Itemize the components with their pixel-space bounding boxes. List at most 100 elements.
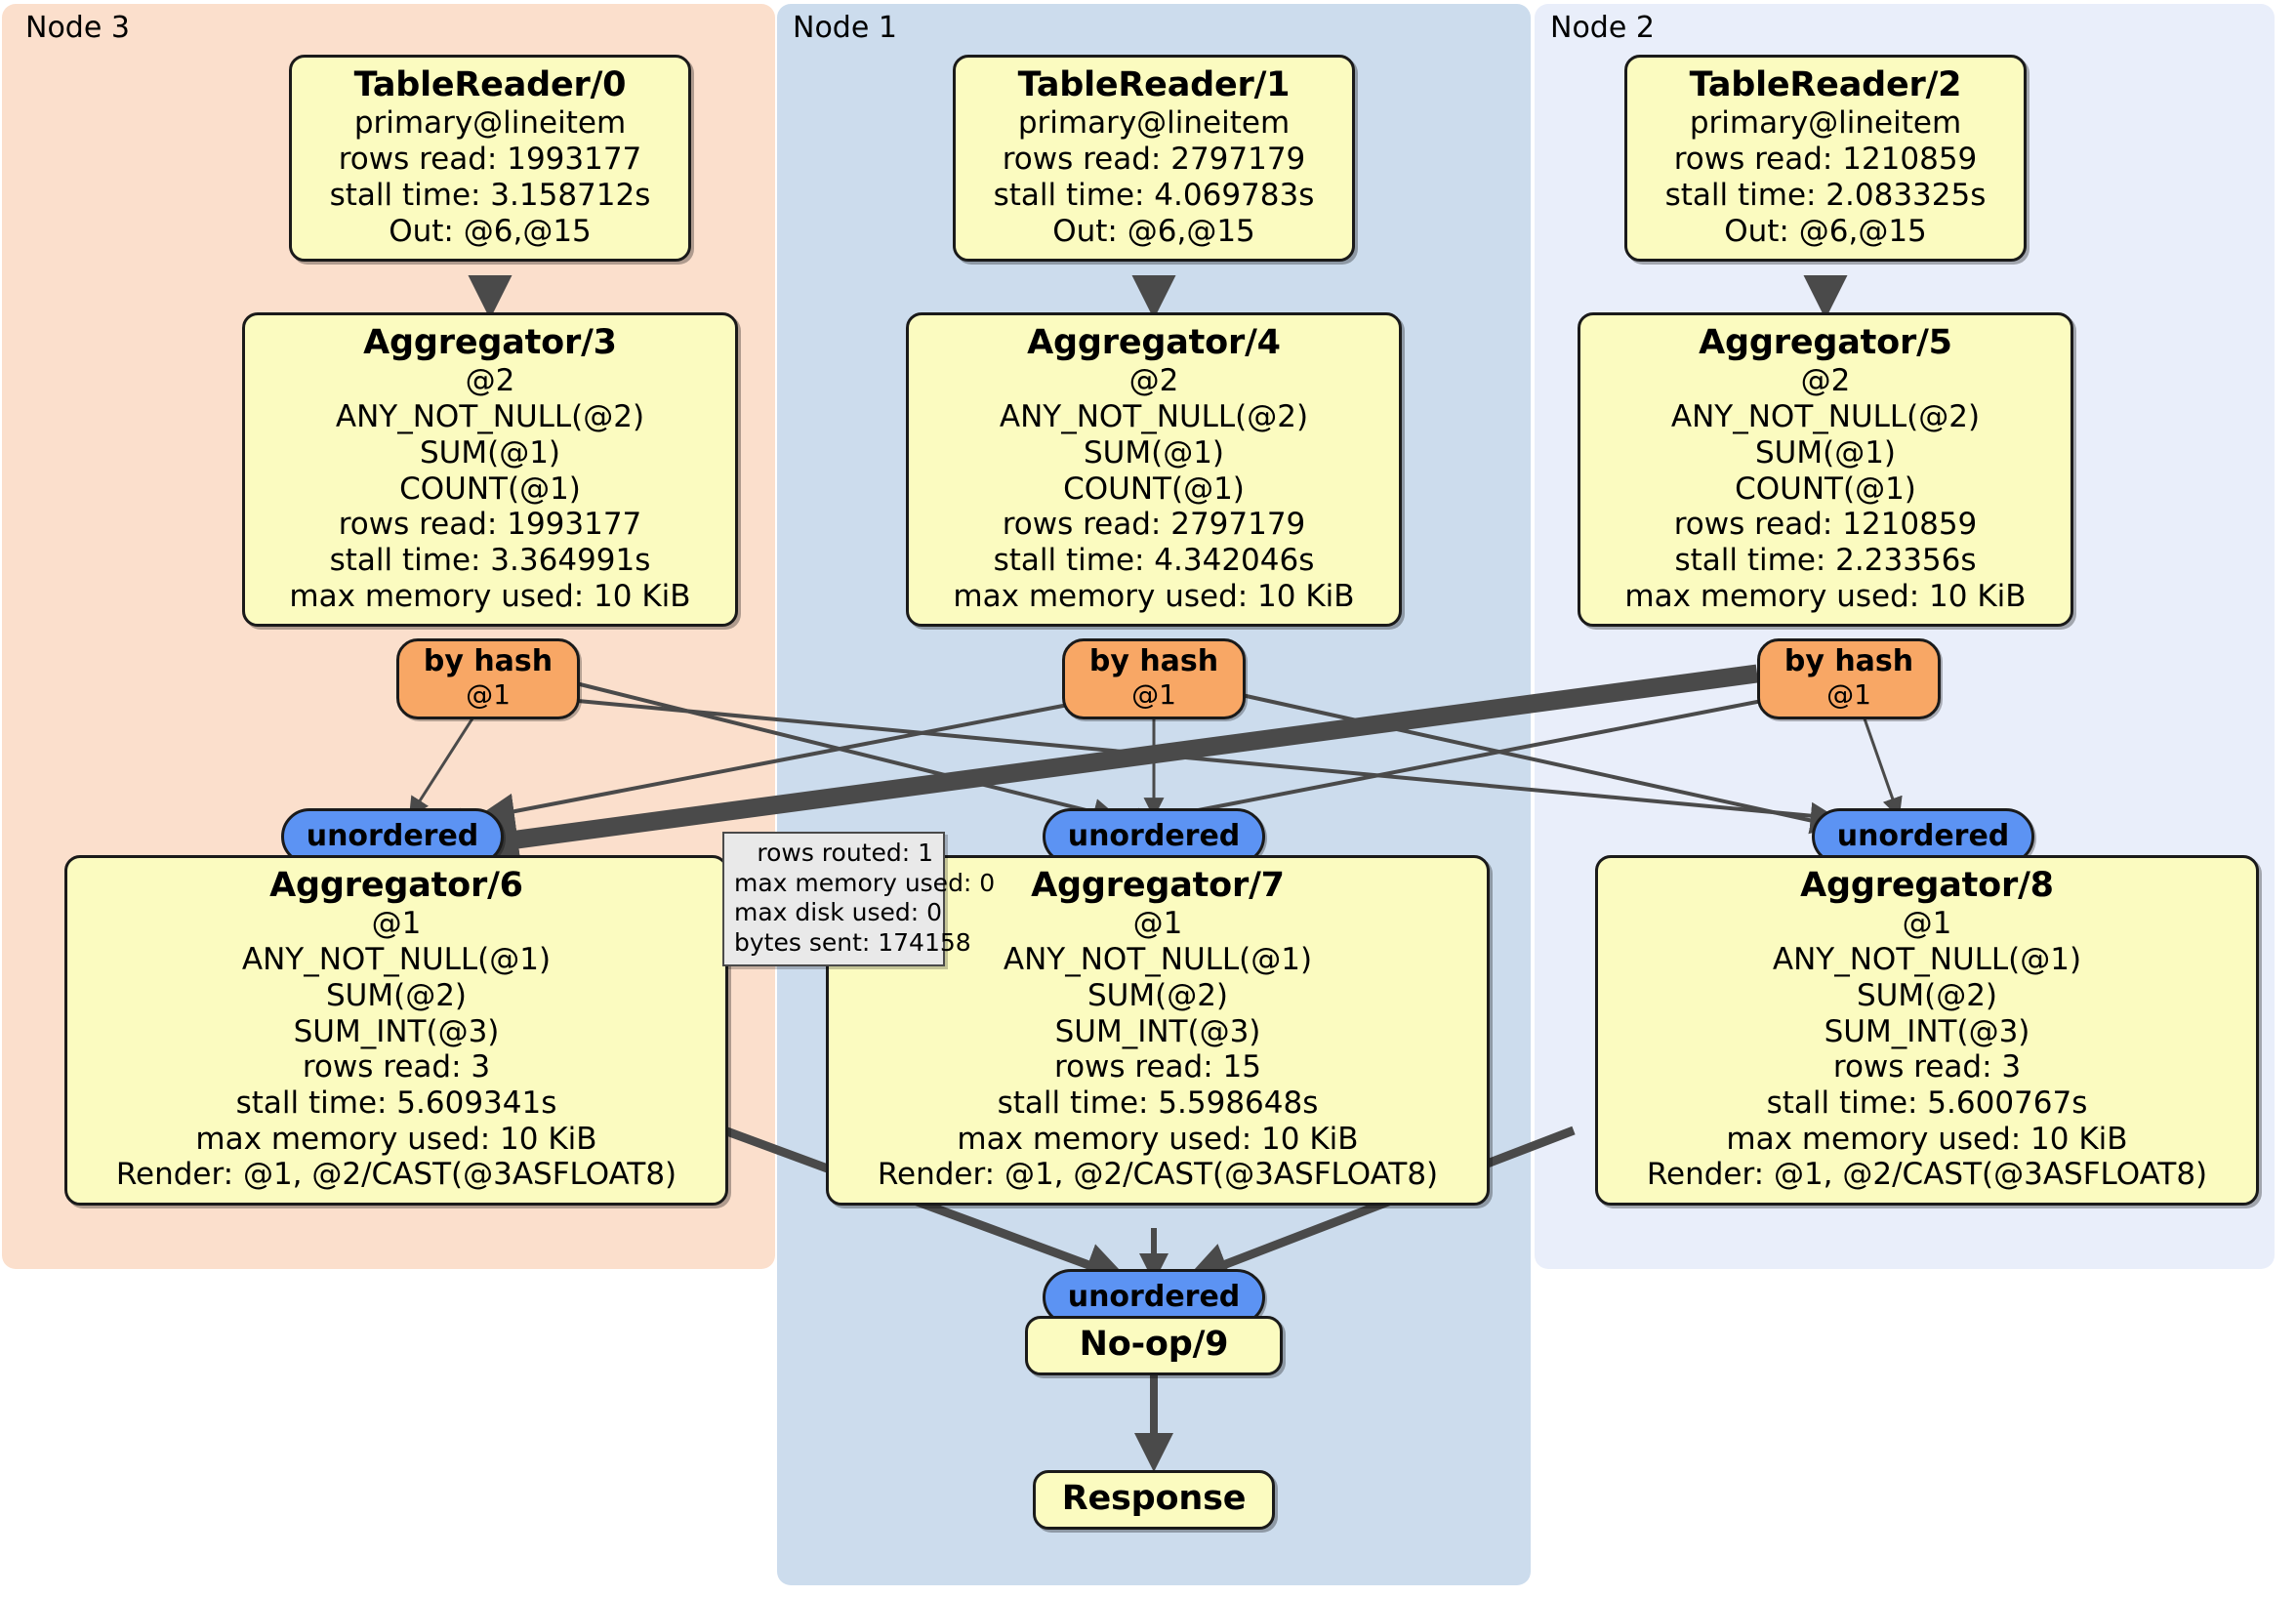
node-detail-line: SUM_INT(@3) [1054,1013,1261,1049]
node-detail-line: stall time: 3.364991s [329,542,651,578]
node-detail-line: ANY_NOT_NULL(@2) [1670,399,1981,435]
node-title: No-op/9 [1079,1325,1229,1364]
node-detail-line: rows read: 2797179 [1002,507,1306,543]
node-noop-9[interactable]: No-op/9 [1025,1316,1283,1376]
router-subtitle: @1 [1826,677,1871,711]
router-by-hash-3[interactable]: by hash @1 [396,638,580,720]
node-detail-line: rows read: 1210859 [1673,507,1978,543]
router-title: by hash [423,644,554,678]
node-detail-line: SUM_INT(@3) [1824,1013,2030,1049]
node-detail-line: max memory used: 10 KiB [1624,578,2027,614]
node-detail-line: SUM(@1) [419,434,561,471]
node-tablereader-2[interactable]: TableReader/2 primary@lineitem rows read… [1624,55,2027,263]
sync-label: unordered [306,819,479,853]
node-detail-line: ANY_NOT_NULL(@1) [241,942,552,978]
sync-unordered-8[interactable]: unordered [1812,808,2034,865]
node-detail-line: SUM_INT(@3) [293,1013,500,1049]
node-title: Response [1061,1479,1247,1518]
router-title: by hash [1088,644,1219,678]
cluster-label-node3: Node 3 [25,11,130,45]
stats-line: bytes sent: 174158 [734,927,971,957]
node-detail-line: @1 [1132,906,1183,942]
node-tablereader-1[interactable]: TableReader/1 primary@lineitem rows read… [953,55,1355,263]
node-detail-line: stall time: 4.069783s [993,177,1315,213]
node-detail-line: max memory used: 10 KiB [953,578,1355,614]
node-aggregator-6[interactable]: Aggregator/6 @1 ANY_NOT_NULL(@1) SUM(@2)… [64,855,728,1207]
node-detail-line: SUM(@1) [1754,434,1897,471]
node-detail-line: Out: @6,@15 [1724,213,1927,249]
node-title: Aggregator/4 [1027,323,1281,362]
node-detail-line: ANY_NOT_NULL(@1) [1003,942,1313,978]
node-detail-line: @2 [1128,363,1179,399]
node-detail-line: SUM(@2) [1086,977,1229,1013]
node-detail-line: stall time: 3.158712s [329,177,651,213]
node-detail-line: SUM(@2) [1856,977,1998,1013]
node-detail-line: rows read: 2797179 [1002,142,1306,178]
node-title: Aggregator/5 [1699,323,1952,362]
router-subtitle: @1 [466,677,511,711]
node-detail-line: rows read: 3 [1832,1049,2022,1085]
sync-label: unordered [1067,819,1241,853]
node-detail-line: Out: @6,@15 [389,213,592,249]
node-detail-line: max memory used: 10 KiB [289,578,691,614]
node-response[interactable]: Response [1033,1470,1275,1531]
node-detail-line: stall time: 5.609341s [235,1085,557,1121]
node-detail-line: Out: @6,@15 [1052,213,1255,249]
node-detail-line: primary@lineitem [353,105,627,142]
node-detail-line: max memory used: 10 KiB [957,1121,1359,1157]
stats-line: max memory used: 0 [734,868,996,897]
node-detail-line: primary@lineitem [1017,105,1291,142]
node-title: TableReader/0 [353,65,627,104]
node-detail-line: ANY_NOT_NULL(@2) [335,399,645,435]
node-detail-line: ANY_NOT_NULL(@1) [1772,942,2082,978]
edge-stats-tooltip: rows routed: 1 max memory used: 0 max di… [722,832,996,966]
node-title: TableReader/1 [1017,65,1291,104]
node-title: Aggregator/7 [1031,866,1285,905]
stats-line: max disk used: 0 [734,898,943,926]
node-detail-line: stall time: 4.342046s [993,542,1315,578]
router-subtitle: @1 [1131,677,1176,711]
node-detail-line: SUM(@1) [1083,434,1225,471]
router-by-hash-4[interactable]: by hash @1 [1062,638,1246,720]
node-title: Aggregator/6 [269,866,523,905]
node-detail-line: @2 [465,363,515,399]
node-detail-line: rows read: 1210859 [1673,142,1978,178]
node-detail-line: max memory used: 10 KiB [195,1121,597,1157]
node-detail-line: @2 [1800,363,1851,399]
node-aggregator-5[interactable]: Aggregator/5 @2 ANY_NOT_NULL(@2) SUM(@1)… [1578,312,2073,628]
node-detail-line: SUM(@2) [325,977,468,1013]
node-detail-line: primary@lineitem [1689,105,1962,142]
node-detail-line: Render: @1, @2/CAST(@3ASFLOAT8) [1646,1157,2208,1193]
node-tablereader-0[interactable]: TableReader/0 primary@lineitem rows read… [289,55,691,263]
node-detail-line: rows read: 15 [1054,1049,1261,1085]
node-detail-line: rows read: 1993177 [338,507,642,543]
cluster-label-node1: Node 1 [793,11,897,45]
sync-label: unordered [1067,1280,1241,1314]
node-detail-line: Render: @1, @2/CAST(@3ASFLOAT8) [877,1157,1439,1193]
node-detail-line: stall time: 5.598648s [997,1085,1319,1121]
node-detail-line: stall time: 2.083325s [1664,177,1987,213]
node-detail-line: rows read: 3 [302,1049,491,1085]
node-detail-line: COUNT(@1) [399,471,581,507]
router-by-hash-5[interactable]: by hash @1 [1757,638,1941,720]
node-aggregator-7[interactable]: Aggregator/7 @1 ANY_NOT_NULL(@1) SUM(@2)… [826,855,1490,1207]
node-detail-line: max memory used: 10 KiB [1726,1121,2128,1157]
cluster-label-node2: Node 2 [1550,11,1655,45]
node-detail-line: Render: @1, @2/CAST(@3ASFLOAT8) [115,1157,677,1193]
stats-line: rows routed: 1 [757,839,933,867]
node-detail-line: COUNT(@1) [1063,471,1245,507]
node-aggregator-8[interactable]: Aggregator/8 @1 ANY_NOT_NULL(@1) SUM(@2)… [1595,855,2259,1207]
router-title: by hash [1784,644,1914,678]
node-aggregator-4[interactable]: Aggregator/4 @2 ANY_NOT_NULL(@2) SUM(@1)… [906,312,1402,628]
node-title: Aggregator/8 [1800,866,2054,905]
node-detail-line: @1 [371,906,422,942]
node-title: Aggregator/3 [363,323,617,362]
node-detail-line: rows read: 1993177 [338,142,642,178]
node-detail-line: stall time: 2.23356s [1674,542,1977,578]
node-detail-line: stall time: 5.600767s [1766,1085,2088,1121]
node-title: TableReader/2 [1689,65,1962,104]
node-detail-line: ANY_NOT_NULL(@2) [999,399,1309,435]
node-aggregator-3[interactable]: Aggregator/3 @2 ANY_NOT_NULL(@2) SUM(@1)… [242,312,738,628]
node-detail-line: COUNT(@1) [1735,471,1916,507]
